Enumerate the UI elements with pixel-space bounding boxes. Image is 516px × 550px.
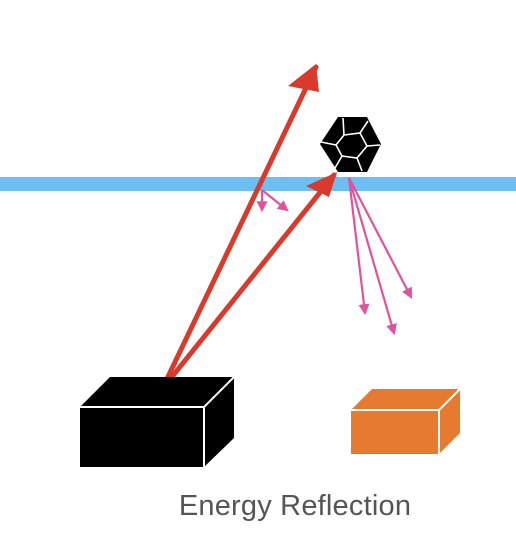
receiver-box xyxy=(351,388,461,454)
emitted-ray-long xyxy=(162,64,319,386)
emitted-ray-short xyxy=(164,172,337,386)
polyhedron-sphere xyxy=(320,117,381,172)
reflected-ray-fan xyxy=(347,177,413,336)
caption-text: Energy Reflection xyxy=(178,490,412,522)
emitted-ray-long-head xyxy=(288,64,319,92)
reflected-ray-small xyxy=(256,189,289,213)
source-box xyxy=(80,376,235,467)
diagram-caption: Energy Reflection xyxy=(0,490,516,534)
emitted-ray-short-head xyxy=(306,172,337,197)
